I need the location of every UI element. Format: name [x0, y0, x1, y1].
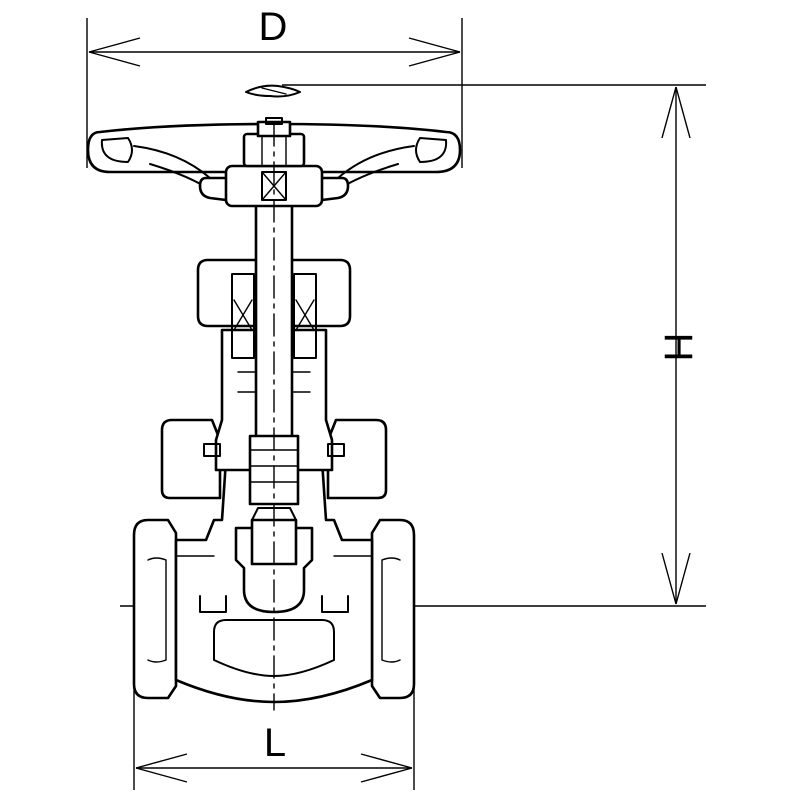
- l-arrow-right: [360, 753, 413, 783]
- d-label: D: [259, 5, 288, 49]
- square-drive-cross: [261, 171, 287, 201]
- shoulder-right: [327, 443, 345, 457]
- indicator-line: [261, 87, 287, 95]
- l-label: L: [264, 721, 286, 765]
- rim-right-grip: [415, 137, 448, 163]
- indicator-plate: [245, 84, 301, 98]
- handwheel[interactable]: [86, 117, 462, 208]
- dimension-d: D: [86, 5, 463, 168]
- disc-collar: [251, 507, 297, 521]
- h-arrow-bottom: [661, 552, 691, 605]
- left-end-port: [132, 518, 178, 700]
- packing-left-cross: [233, 299, 253, 331]
- valve-body: [132, 458, 416, 704]
- spoke-right-upper: [337, 145, 415, 179]
- packing-right-cross: [295, 299, 315, 331]
- d-arrow-left: [88, 37, 141, 67]
- h-label: H: [656, 333, 700, 362]
- shoulder-left: [203, 443, 221, 457]
- right-end-port: [370, 518, 416, 700]
- packing-right: [293, 273, 317, 359]
- bonnet-nut-right: [326, 418, 388, 500]
- h-arrow-top: [661, 86, 691, 139]
- top-indicator: [245, 84, 301, 98]
- packing-left: [231, 273, 255, 359]
- spoke-left-upper: [133, 145, 211, 179]
- flow-cavity: [213, 619, 335, 677]
- rim-left-grip: [100, 137, 133, 163]
- seat-left: [199, 595, 227, 613]
- bonnet-nut-left: [160, 418, 222, 500]
- d-arrow-right: [408, 37, 461, 67]
- l-arrow-left: [135, 753, 188, 783]
- right-thread: [381, 557, 401, 663]
- seat-right: [321, 595, 349, 613]
- left-thread: [147, 557, 167, 663]
